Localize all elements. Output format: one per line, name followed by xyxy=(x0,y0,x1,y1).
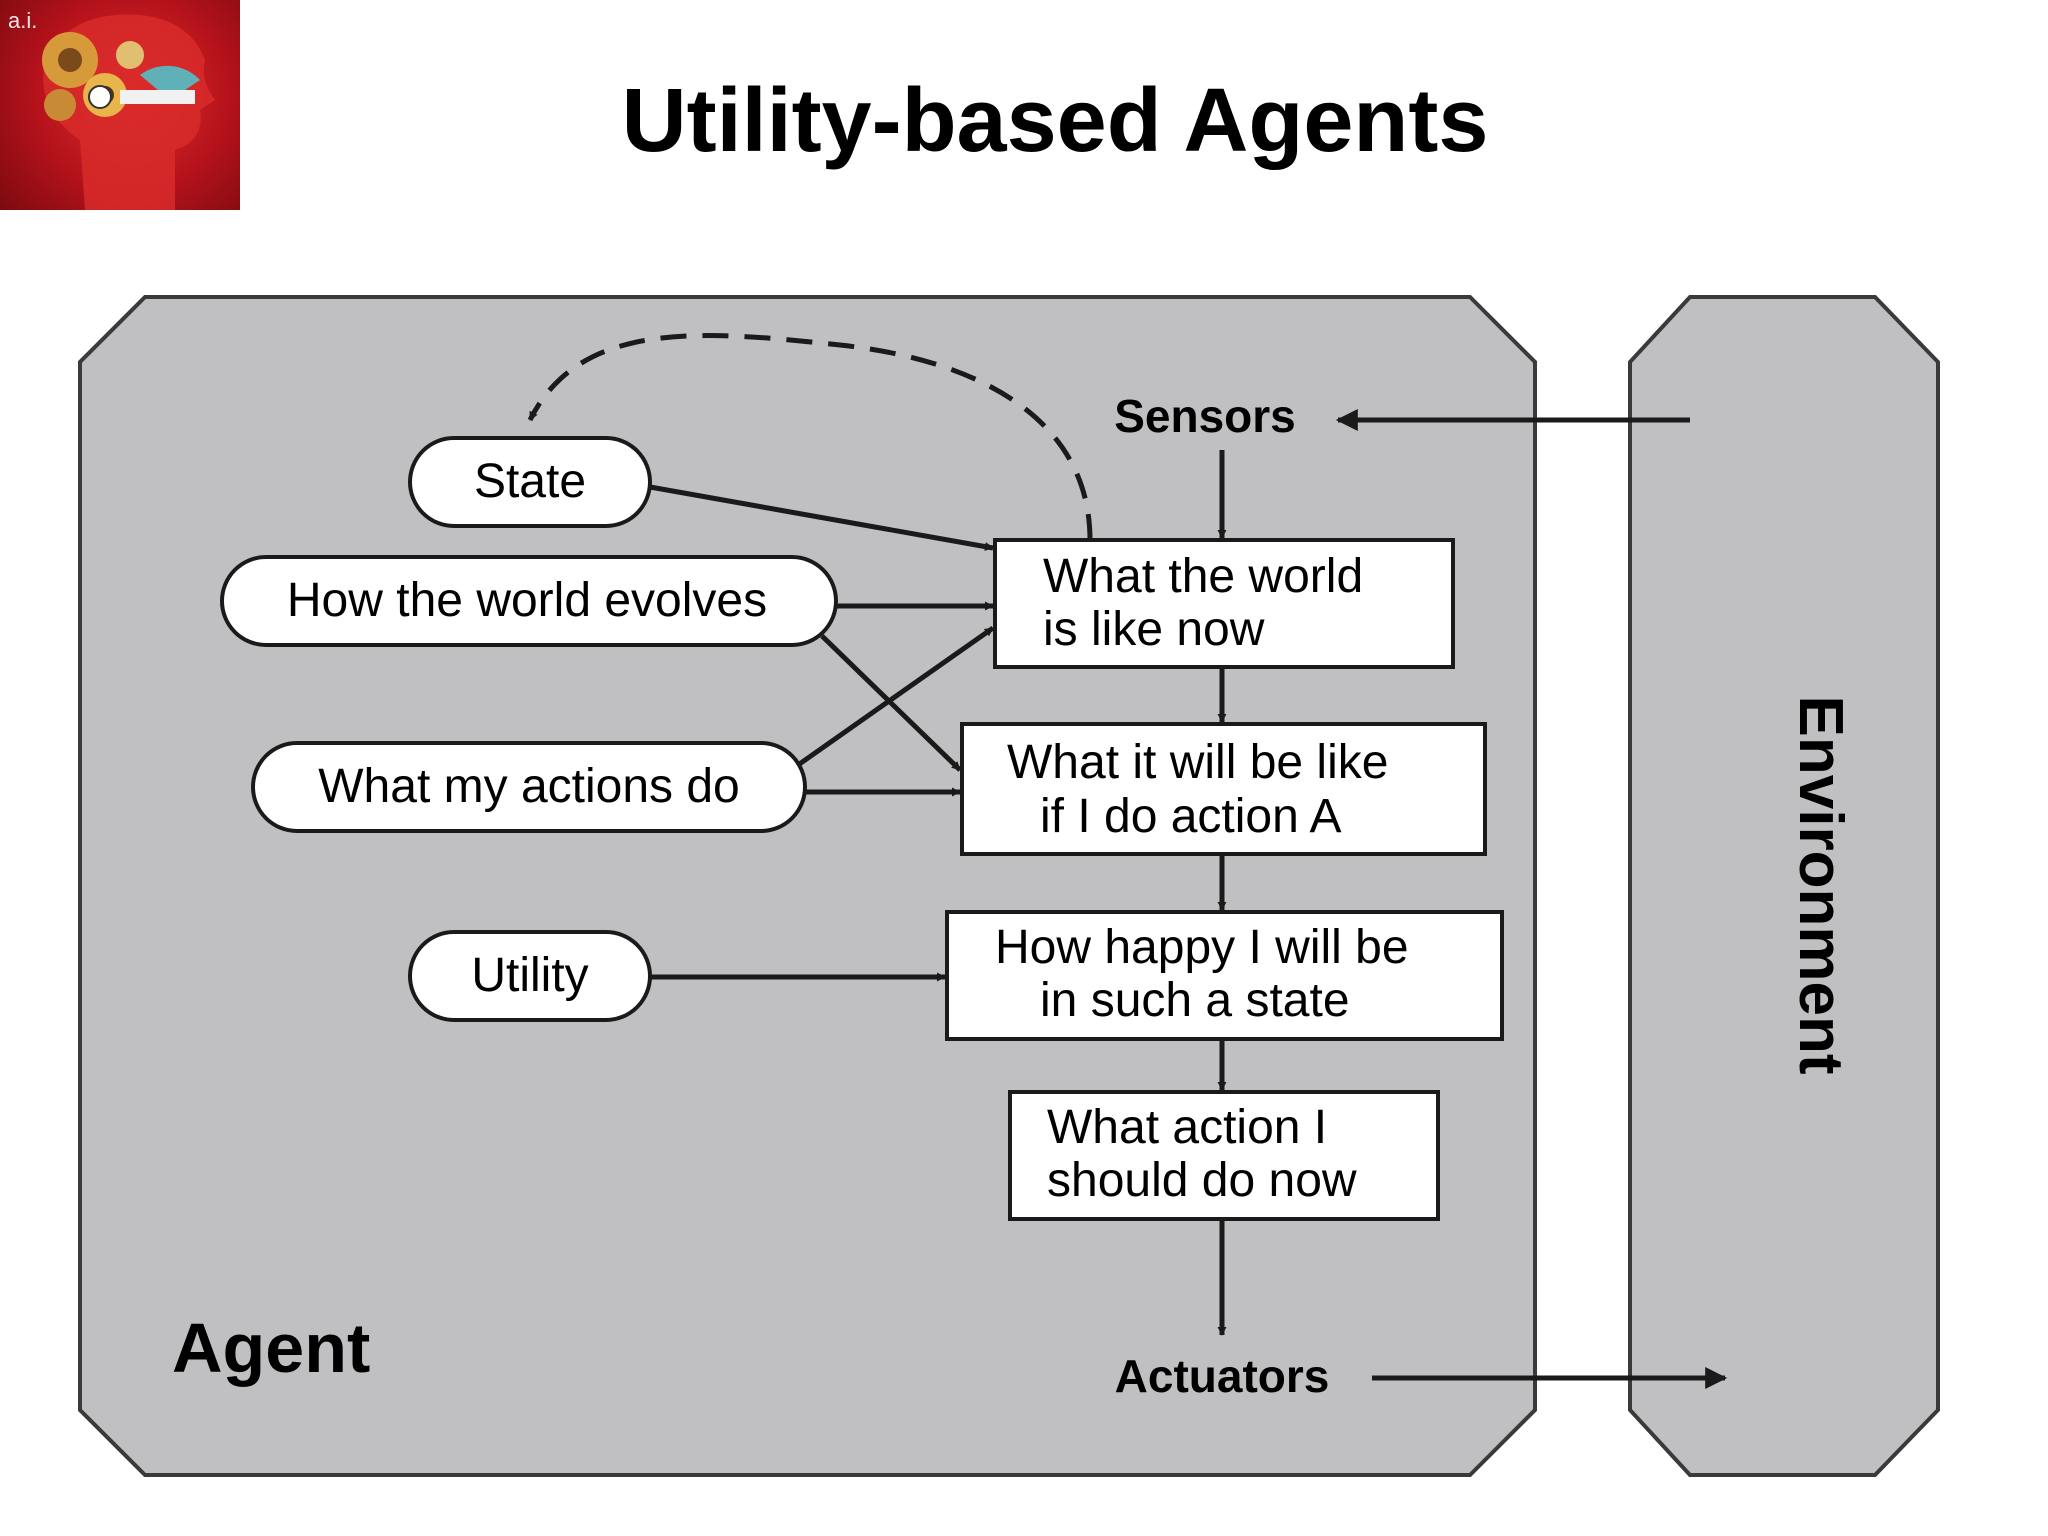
state-oval-label: State xyxy=(474,455,586,508)
actions-do-oval xyxy=(251,741,807,833)
actuators-label: Actuators xyxy=(1115,1350,1330,1402)
brain-gears-icon xyxy=(42,14,215,210)
how-happy-box xyxy=(945,910,1504,1041)
action-now-box-line2: should do now xyxy=(1047,1154,1357,1207)
logo-image: a.i. xyxy=(0,0,240,210)
actions-do-oval-label: What my actions do xyxy=(318,760,740,813)
world-now-box-line1: What the world xyxy=(1043,550,1363,603)
logo-text: a.i. xyxy=(8,8,38,33)
state-to-world-now-arrow xyxy=(649,484,994,552)
environment-label: Environment xyxy=(1786,696,1855,1075)
state-oval xyxy=(408,436,652,528)
action-now-box-line1: What action I xyxy=(1047,1101,1327,1154)
world-evolves-oval xyxy=(220,555,838,647)
how-happy-box-line2: in such a state xyxy=(1040,974,1350,1027)
agent-panel xyxy=(78,295,1537,1477)
world-evolves-oval-label: How the world evolves xyxy=(287,574,767,627)
if-action-box-line2: if I do action A xyxy=(1040,790,1342,843)
if-action-box xyxy=(960,722,1487,856)
environment-panel xyxy=(1628,295,1940,1477)
sensors-label: Sensors xyxy=(1114,390,1296,442)
world-now-box-line2: is like now xyxy=(1043,603,1265,656)
agent-label: Agent xyxy=(172,1309,370,1387)
if-action-box-line1: What it will be like xyxy=(1007,736,1388,789)
how-happy-box-line1: How happy I will be xyxy=(995,921,1409,974)
actions-do-to-world-now-arrow xyxy=(796,625,995,768)
utility-oval-label: Utility xyxy=(471,949,588,1002)
state-feedback-dashed-arrow xyxy=(527,333,1093,541)
slide-title: Utility-based Agents xyxy=(621,71,1489,171)
world-evolves-to-if-action-arrow xyxy=(820,634,962,772)
